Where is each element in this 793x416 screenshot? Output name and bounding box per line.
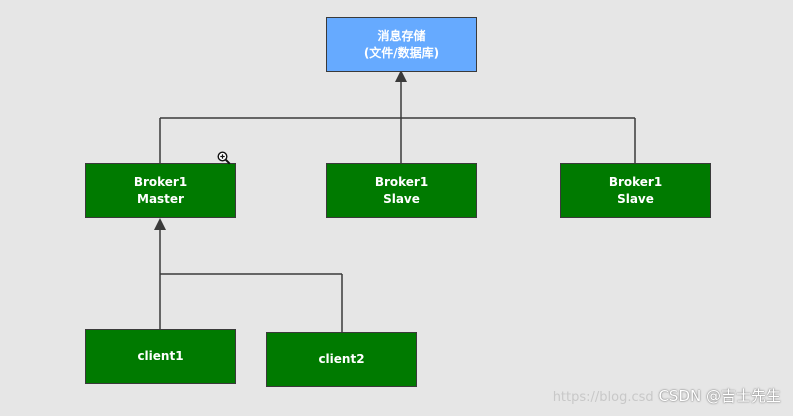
watermark: https://blog.csd CSDN @吉士先生 [553,385,781,406]
broker-slave-node-2: Broker1 Slave [560,163,711,218]
zoom-in-icon [217,151,231,165]
watermark-brand: CSDN @吉士先生 [658,387,781,405]
client2-node: client2 [266,332,417,387]
client1-label: client1 [137,349,184,363]
watermark-site: https://blog.csd [552,390,654,405]
client2-label: client2 [318,352,365,366]
client1-node: client1 [85,329,236,384]
broker-slave-1-role: Slave [383,191,420,206]
broker-master-role: Master [137,191,184,206]
broker-slave-node-1: Broker1 Slave [326,163,477,218]
broker-slave-2-role: Slave [617,191,654,206]
broker-slave-2-name: Broker1 [608,174,663,189]
storage-subtitle: (文件/数据库) [363,45,440,60]
storage-title: 消息存储 [377,28,426,43]
broker-master-node: Broker1 Master [85,163,236,218]
broker-slave-1-name: Broker1 [374,174,429,189]
storage-node: 消息存储 (文件/数据库) [326,17,477,72]
broker-master-name: Broker1 [133,174,188,189]
